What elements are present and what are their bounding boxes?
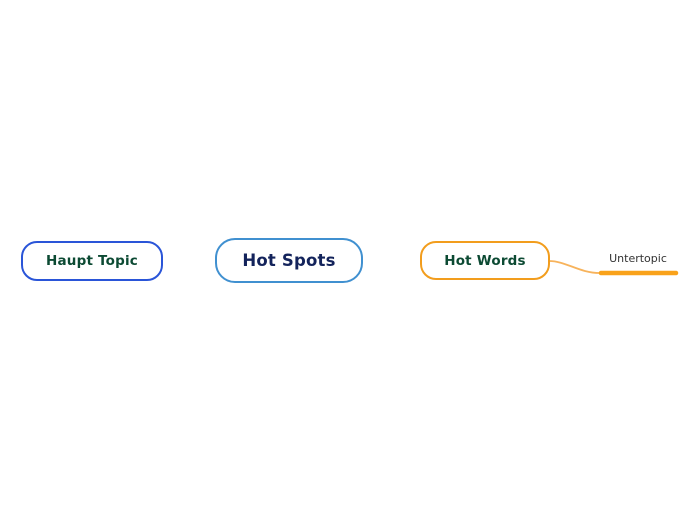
node-hot-spots-label: Hot Spots [242,251,336,270]
node-haupt-topic[interactable]: Haupt Topic [21,241,163,281]
node-untertopic[interactable]: Untertopic [598,252,678,265]
node-haupt-topic-label: Haupt Topic [45,253,139,269]
node-hot-words-label: Hot Words [444,252,526,269]
node-hot-words[interactable]: Hot Words [420,241,550,280]
node-hot-spots-root[interactable]: Hot Spots [215,238,363,283]
edge-hotwords-untertopic [548,260,601,274]
node-untertopic-label: Untertopic [609,252,667,265]
